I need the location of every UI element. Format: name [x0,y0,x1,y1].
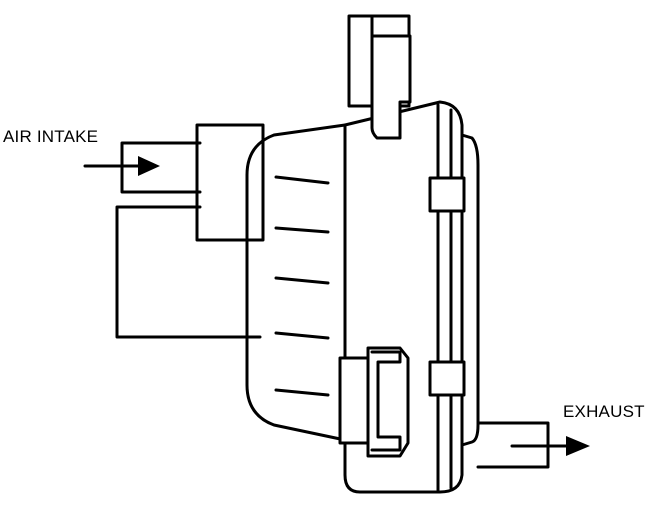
strap-clip-upper [428,176,466,213]
mounting-strap [436,103,453,492]
air-intake-duct [120,123,265,242]
cooling-fins [274,175,330,397]
intake-pipe [115,205,262,339]
exhaust-flow-arrow [510,436,590,456]
cooling-fin [274,226,330,234]
top-connector [347,14,412,140]
housing-flange [460,133,480,447]
cooling-fin [274,388,330,397]
air-intake-flow-arrow [83,156,160,176]
motor-housing-front [245,123,347,442]
cooling-fin [274,331,330,340]
motor-housing-body [343,100,464,494]
cooling-fin [274,276,330,285]
strap-clip-lower [428,360,466,397]
lower-connector [338,346,410,458]
cooling-fin [274,175,330,185]
air-intake-label: AIR INTAKE [3,127,99,146]
exhaust-label: EXHAUST [563,402,645,421]
